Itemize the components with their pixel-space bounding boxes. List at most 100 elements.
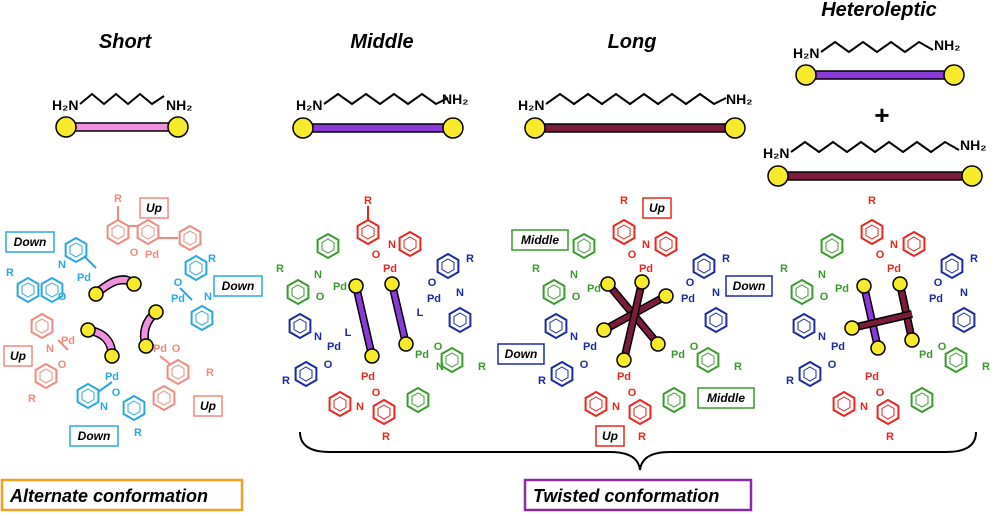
amine-right: NH₂: [442, 91, 468, 107]
pd-label: Pd: [427, 293, 441, 305]
up-box: [3, 345, 33, 367]
n-label: N: [314, 331, 322, 343]
linker-short: H₂N NH₂: [52, 92, 192, 138]
linker-middle: H₂N NH₂: [292, 91, 468, 139]
o-label: O: [686, 277, 695, 289]
label-alternate: Alternate conformation: [9, 486, 208, 506]
pd-label: Pd: [587, 283, 601, 295]
o-label: O: [324, 359, 333, 371]
down-box: [69, 425, 119, 447]
amine-left: H₂N: [52, 97, 78, 113]
pd-label: Pd: [583, 341, 597, 353]
r-label: R: [734, 361, 742, 373]
o-label: O: [580, 359, 589, 371]
unit-lower-left: [288, 313, 318, 387]
ball-left: [55, 116, 77, 138]
o-label: O: [628, 387, 637, 399]
alternate-box: [0, 478, 244, 512]
ball-right: [442, 117, 464, 139]
amine-right: NH₂: [726, 91, 752, 107]
r-label: R: [532, 263, 540, 275]
r-label: R: [114, 193, 122, 205]
rod-maroon: [534, 123, 736, 133]
brace: [299, 431, 977, 471]
label-up: Up: [649, 201, 665, 215]
down-box: [213, 275, 263, 297]
title-middle: Middle: [350, 31, 413, 53]
amine-left: H₂N: [518, 97, 544, 113]
up-box: [595, 425, 625, 447]
label-up: Up: [200, 399, 216, 413]
r-label: R: [466, 253, 474, 265]
down-box: [725, 275, 773, 297]
pd-label: Pd: [105, 371, 119, 383]
n-label: N: [570, 331, 578, 343]
n-label: N: [712, 287, 720, 299]
n-label: N: [860, 401, 868, 413]
pd-label: Pd: [835, 283, 849, 295]
label-down: Down: [505, 347, 538, 361]
r-label: R: [282, 375, 290, 387]
label-down: Down: [14, 235, 47, 249]
down-box: [497, 343, 545, 365]
r-label: R: [780, 263, 788, 275]
label-up: Up: [10, 349, 26, 363]
o-label: O: [316, 291, 325, 303]
plus-sign: +: [874, 100, 889, 130]
n-label: N: [356, 401, 364, 413]
unit-lower-right: [152, 355, 190, 411]
label-middle: Middle: [707, 391, 745, 405]
n-label: N: [890, 239, 898, 251]
pd-label: Pd: [671, 349, 685, 361]
middle-box: [697, 387, 755, 409]
pd-label: Pd: [145, 249, 159, 261]
o-label: O: [434, 341, 443, 353]
ball-left: [767, 165, 789, 187]
unit-lower-left: [792, 313, 822, 387]
r-label: R: [478, 361, 486, 373]
label-middle: Middle: [521, 233, 559, 247]
unit-upper-left: [286, 233, 340, 305]
pd-label: Pd: [333, 281, 347, 293]
n-label: N: [818, 269, 826, 281]
unit-right: [179, 255, 214, 331]
r-label: R: [276, 263, 284, 275]
amine-right: NH₂: [166, 97, 192, 113]
r-label: R: [538, 375, 546, 387]
pd-label: Pd: [865, 371, 879, 383]
n-label: N: [436, 361, 444, 373]
r-label: R: [364, 195, 372, 207]
n-label: N: [456, 287, 464, 299]
label-up: Up: [602, 429, 618, 443]
up-box: [139, 197, 169, 219]
n-label: N: [612, 401, 620, 413]
linker-hetero-long: H₂N NH₂: [763, 137, 986, 187]
o-label: O: [934, 277, 943, 289]
o-label: O: [690, 341, 699, 353]
unit-top: [106, 206, 202, 251]
ball-right: [961, 165, 983, 187]
r-label: R: [206, 367, 214, 379]
l-label: L: [417, 307, 424, 319]
rod-pink: [65, 122, 179, 132]
pd-label: Pd: [153, 343, 167, 355]
l-label: L: [345, 327, 352, 339]
unit-right: [436, 253, 472, 333]
up-box: [193, 395, 223, 417]
unit-lower-left: [30, 313, 69, 389]
macrocycle-heteroleptic: R N O Pd N Pd O R Pd O N R N Pd O R: [780, 195, 990, 443]
o-label: O: [876, 249, 885, 261]
r-label: R: [886, 431, 894, 443]
o-label: O: [58, 359, 67, 371]
macrocycle-middle: R N O Pd N Pd O R Pd O L N R N Pd L O R: [276, 195, 486, 443]
n-label: N: [314, 269, 322, 281]
r-label: R: [970, 253, 978, 265]
amine-left: H₂N: [763, 145, 789, 161]
o-label: O: [428, 277, 437, 289]
pd-label: Pd: [327, 341, 341, 353]
r-label: R: [28, 393, 36, 405]
pd-label: Pd: [617, 371, 631, 383]
n-label: N: [100, 401, 108, 413]
pd-label: Pd: [77, 272, 91, 284]
r-label: R: [638, 431, 646, 443]
